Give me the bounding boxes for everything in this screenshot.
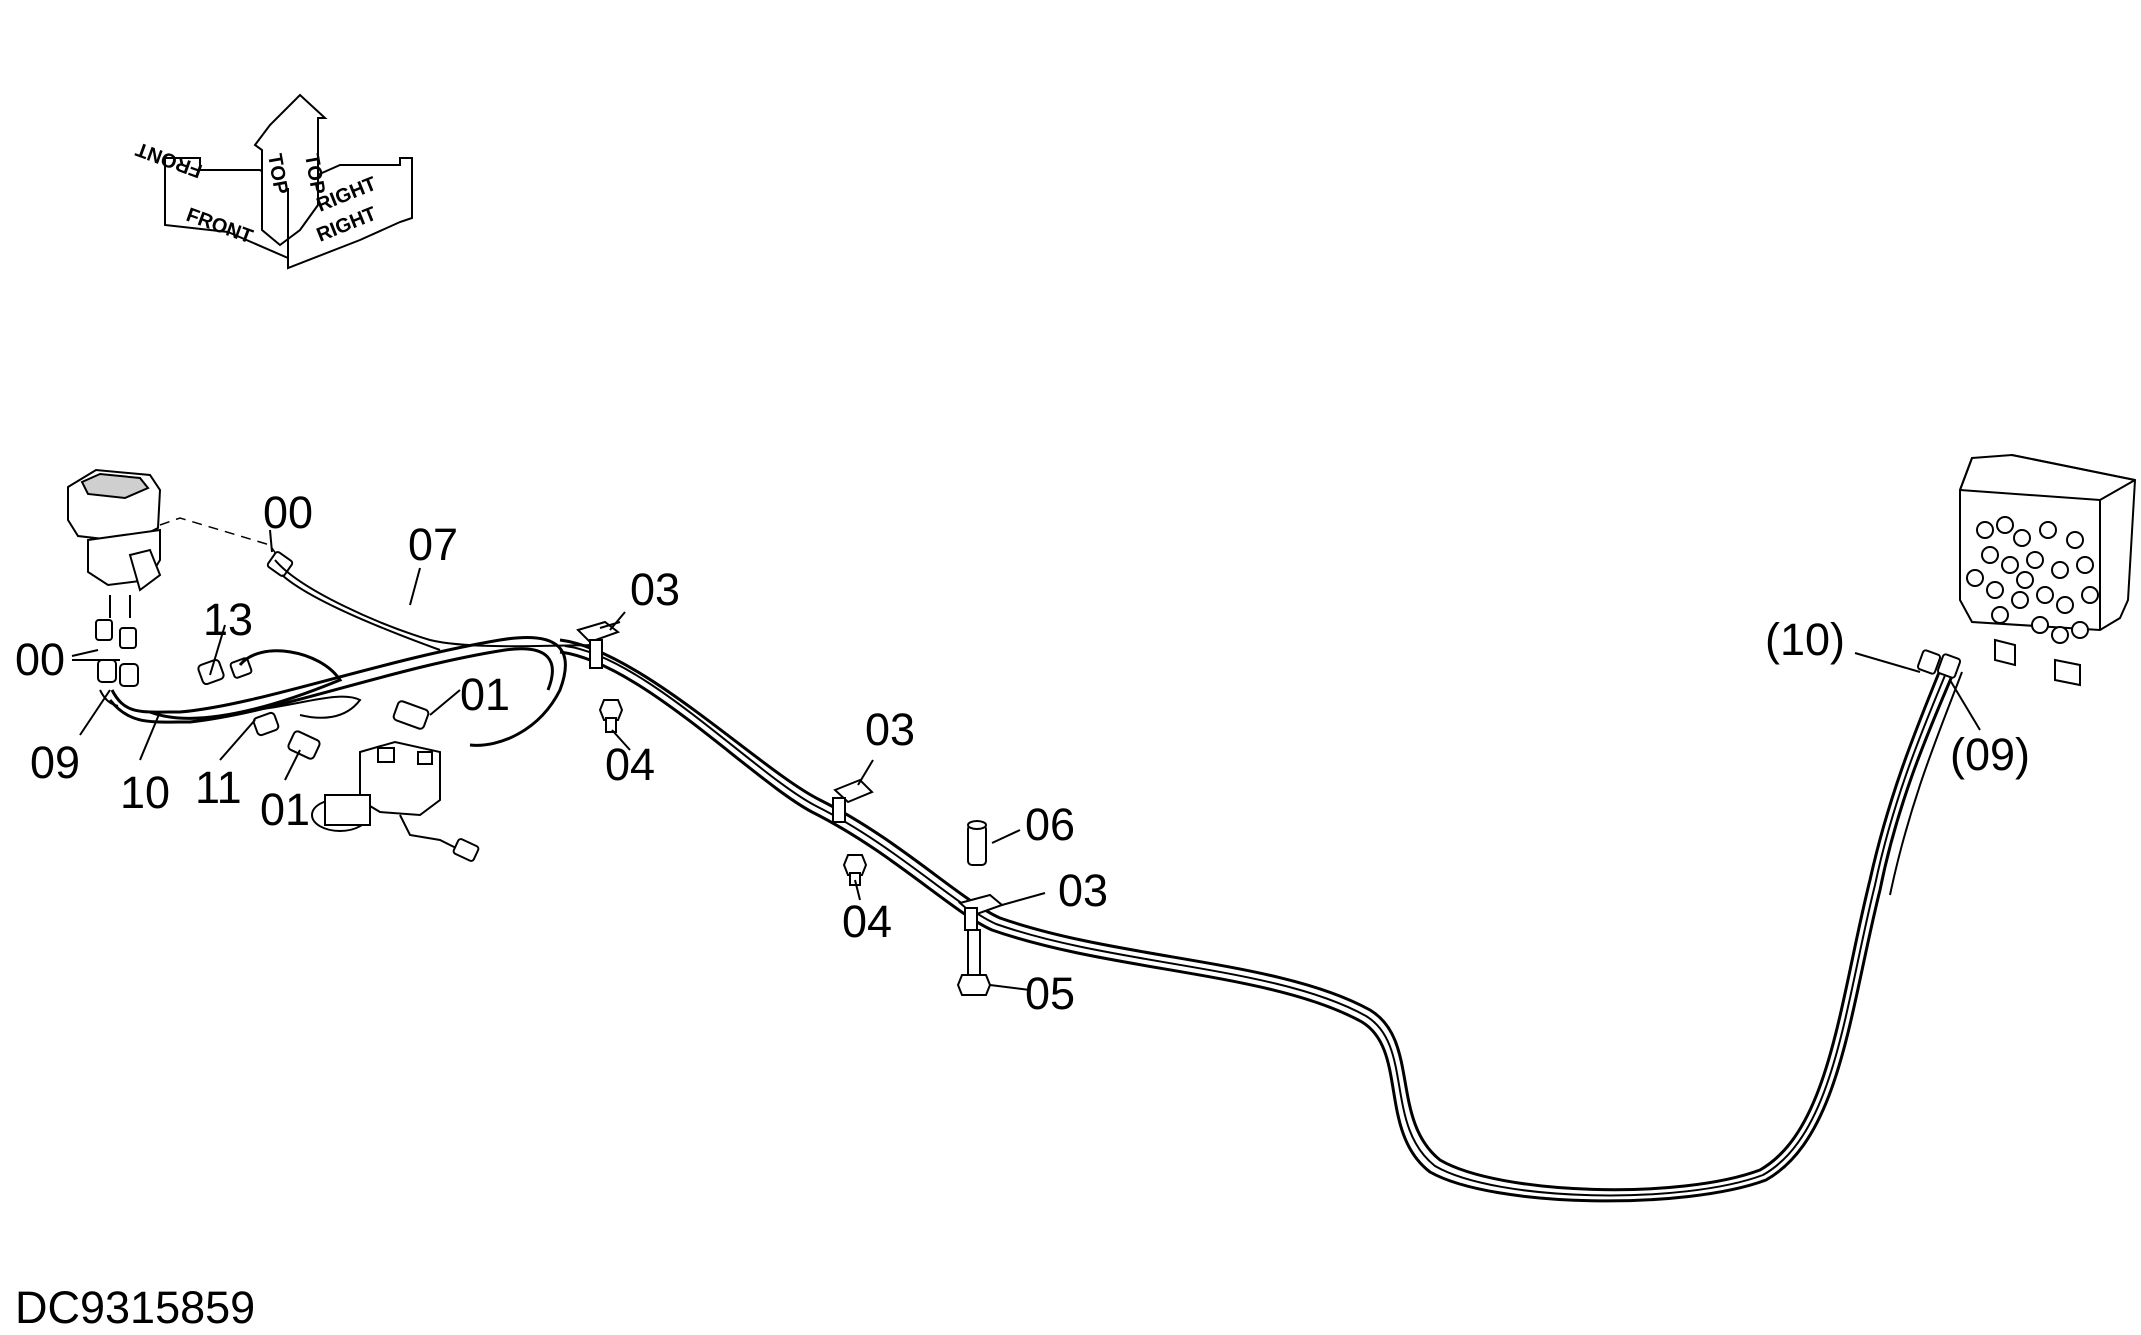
solenoid-valve <box>311 740 480 862</box>
callout-10-ref: (10) <box>1765 614 1845 665</box>
callout-03-a: 03 <box>630 564 680 615</box>
callout-13: 13 <box>203 594 253 645</box>
callout-03-b: 03 <box>865 704 915 755</box>
clamp-2 <box>832 778 874 823</box>
callout-11: 11 <box>195 762 242 813</box>
callout-labels: 00 07 13 00 09 10 11 01 01 03 04 03 04 0… <box>15 487 2030 1019</box>
bolt-05 <box>956 929 992 996</box>
callout-09: 09 <box>30 737 80 788</box>
callout-03-c: 03 <box>1058 865 1108 916</box>
callout-05: 05 <box>1025 968 1075 1019</box>
drawing-id: DC9315859 <box>15 1282 255 1333</box>
callout-09-ref: (09) <box>1950 729 2030 780</box>
spacer-06 <box>967 820 987 866</box>
main-hose-bundle <box>559 638 1963 1203</box>
leader-lines <box>71 529 1981 991</box>
callout-00-left: 00 <box>15 634 65 685</box>
callout-01-lower: 01 <box>260 784 310 835</box>
left-hoses <box>99 559 601 747</box>
callout-07: 07 <box>408 519 458 570</box>
left-fittings <box>95 551 430 760</box>
callout-10: 10 <box>120 767 170 818</box>
callout-00-top: 00 <box>263 487 313 538</box>
control-valve-block <box>1916 453 2137 687</box>
callout-04-b: 04 <box>842 896 892 947</box>
orientation-symbol: FRONT FRONT TOP TOP RIGHT RIGHT <box>133 93 413 270</box>
callout-06: 06 <box>1025 799 1075 850</box>
clamp-1 <box>576 620 621 669</box>
valve-ports <box>1966 516 2099 644</box>
pilot-valve-assembly <box>67 468 281 618</box>
callout-01-upper: 01 <box>460 669 510 720</box>
callout-04-a: 04 <box>605 739 655 790</box>
bolt-04-lower <box>842 854 868 886</box>
bolt-04-upper <box>598 699 624 733</box>
